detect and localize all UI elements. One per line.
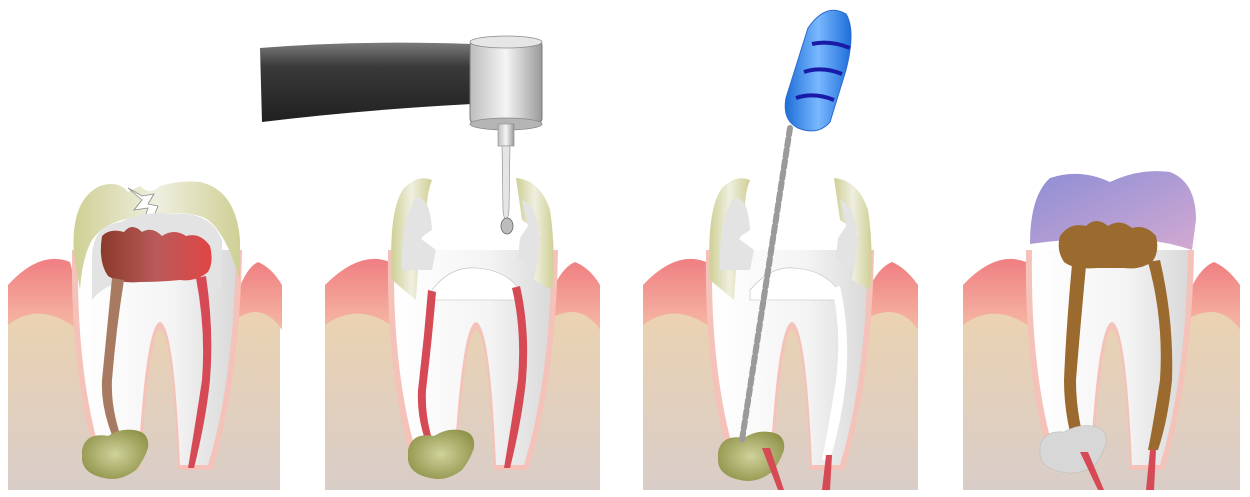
gum: [864, 262, 918, 330]
tooth-enamel: [73, 181, 240, 290]
tooth-dentin: [518, 200, 540, 272]
gum: [643, 258, 714, 330]
panel-infected-tooth: [8, 181, 282, 490]
root-canal-left: [101, 278, 134, 468]
dental-drill-icon: [260, 35, 543, 235]
panel-cleaning-canal: [643, 9, 918, 490]
panel-filled-crowned: [963, 171, 1240, 490]
abscess: [408, 429, 475, 479]
root-apex: [762, 448, 784, 490]
gum: [325, 258, 398, 330]
abscess: [82, 429, 149, 479]
gum: [963, 258, 1034, 330]
tooth-dentin: [401, 197, 436, 270]
tooth-dentin: [836, 200, 858, 272]
panel-drilling-access: [260, 35, 600, 490]
cleaned-canal: [822, 286, 848, 460]
gum: [8, 258, 78, 330]
root-filling: [1058, 221, 1158, 269]
root-filling-right: [1148, 260, 1173, 450]
tooth-dentin: [719, 197, 754, 270]
root-canal-left: [417, 290, 444, 468]
abscess: [718, 431, 785, 481]
gum: [548, 262, 600, 330]
root-canal-right: [504, 286, 528, 468]
infected-pulp: [100, 227, 212, 283]
gum: [235, 262, 282, 330]
gum: [1186, 262, 1240, 330]
root-apex: [1146, 450, 1156, 490]
root-apex: [1080, 452, 1104, 490]
root-filling-left: [1064, 264, 1090, 460]
endodontic-file-icon: [739, 9, 852, 443]
root-canal-right: [188, 276, 212, 468]
root-apex: [822, 455, 832, 490]
tooth-body: [711, 250, 868, 465]
